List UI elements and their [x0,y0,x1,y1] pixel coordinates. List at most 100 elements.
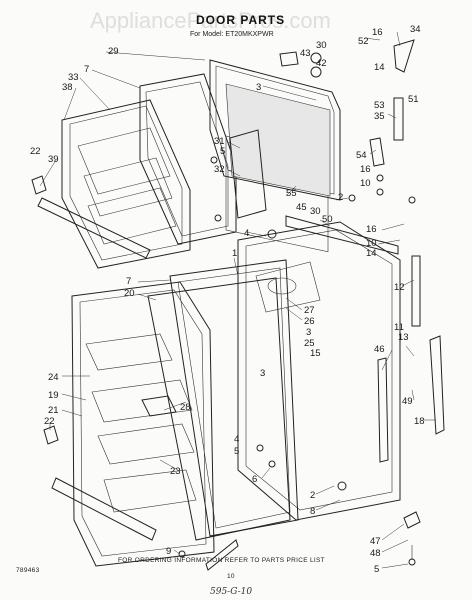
callout-43: 43 [300,48,311,59]
callout-3: 3 [256,82,261,93]
callout-54: 54 [356,150,367,161]
callout-48: 48 [370,548,381,559]
callout-7b: 7 [126,276,131,287]
screw [348,194,356,202]
callout-24: 24 [48,372,59,383]
plug-button [310,66,322,78]
callout-51: 51 [408,94,419,105]
callout-11: 11 [394,322,404,333]
shelf-end-cap [43,425,59,445]
callout-19: 19 [48,390,59,401]
diagram-code: 789463 [16,567,40,574]
callout-13: 13 [398,332,409,343]
callout-45: 45 [296,202,307,213]
screw [256,444,264,452]
callout-55: 55 [286,188,297,199]
callout-35: 35 [374,111,385,122]
screw [408,196,416,204]
screw [268,460,276,468]
callout-2b: 2 [310,490,315,501]
watermark: AppliancePartsPros.com [90,8,331,33]
callout-23: 23 [170,466,181,477]
page-number: 10 [227,573,235,580]
callout-27: 27 [304,305,315,316]
hinge-bracket [369,137,385,167]
refrigerator-door-gasket [147,259,299,541]
refrigerator-door-liner [71,281,215,567]
callout-29: 29 [108,46,119,57]
callout-50: 50 [322,214,333,225]
callout-2: 2 [338,192,343,203]
handle-end-cap [429,335,445,435]
callout-32: 32 [214,164,225,175]
callout-20: 20 [124,288,135,299]
screw [214,214,222,222]
screw [178,550,186,558]
callout-53: 53 [374,100,385,111]
callout-52: 52 [358,36,369,47]
callout-34: 34 [410,24,421,35]
callout-9: 9 [166,546,171,557]
callout-1: 1 [232,248,237,259]
screw [210,156,218,164]
bottom-hinge [403,511,421,529]
callout-14: 14 [374,62,385,73]
callout-28: 28 [180,402,191,413]
ordering-note: FOR ORDERING INFORMATION REFER TO PARTS … [118,557,325,564]
freezer-insulation-panel [225,83,331,197]
callout-3c: 3 [260,368,265,379]
leader-lines [39,31,436,569]
callout-3b: 3 [306,327,311,338]
freezer-door-gasket [139,73,237,245]
dairy-door [85,333,173,371]
callout-8: 8 [310,506,315,517]
callout-4b: 4 [234,434,239,445]
refrigerator-handle-bar [411,255,421,327]
refrigerator-door-panel [237,221,401,521]
callout-7: 7 [84,64,89,75]
callout-5b: 5 [234,446,239,457]
callout-4: 4 [244,228,249,239]
door-bottom-trim [205,539,239,571]
callout-22: 22 [30,146,41,157]
freezer-breaker-strip [229,129,267,219]
screw [376,188,384,196]
callout-5: 5 [220,146,225,157]
door-handle-trim [377,357,389,463]
callout-15: 15 [310,348,321,359]
freezer-handle-bar [393,97,404,141]
top-hinge [393,39,415,73]
butter-compartment [141,395,177,417]
callout-47: 47 [370,536,381,547]
callout-25: 25 [304,338,315,349]
callout-42: 42 [316,58,327,69]
model-subtitle: For Model: ET20MKXPWR [190,31,274,38]
freezer-door-shelf [37,197,151,259]
callout-30b: 30 [310,206,321,217]
callout-46: 46 [374,344,385,355]
callout-16c: 16 [366,224,377,235]
page-title: DOOR PARTS [196,13,285,27]
callout-30: 30 [316,40,327,51]
callout-31: 31 [214,136,225,147]
callout-21: 21 [48,405,59,416]
door-stop-plug [267,229,277,239]
callout-14b: 14 [366,248,377,259]
callout-26: 26 [304,316,315,327]
freezer-shelf-end-cap [31,175,47,195]
callout-10b: 10 [366,238,377,249]
callouts: 16 34 52 30 43 42 29 7 33 38 3 14 51 53 … [30,24,425,575]
door-stop-plug [337,481,347,491]
plug-button [310,52,322,64]
callout-10: 10 [360,178,371,189]
callout-38: 38 [62,82,73,93]
callout-6: 6 [252,474,257,485]
freezer-door-liner [61,99,191,269]
callout-18: 18 [414,416,425,427]
handwritten-note: 595-G-10 [210,587,252,597]
freezer-door-panel [209,59,341,253]
refrigerator-door-shelf [51,477,157,541]
top-trim-strip [285,215,399,255]
callout-16b: 16 [360,164,371,175]
callout-16: 16 [372,27,383,38]
